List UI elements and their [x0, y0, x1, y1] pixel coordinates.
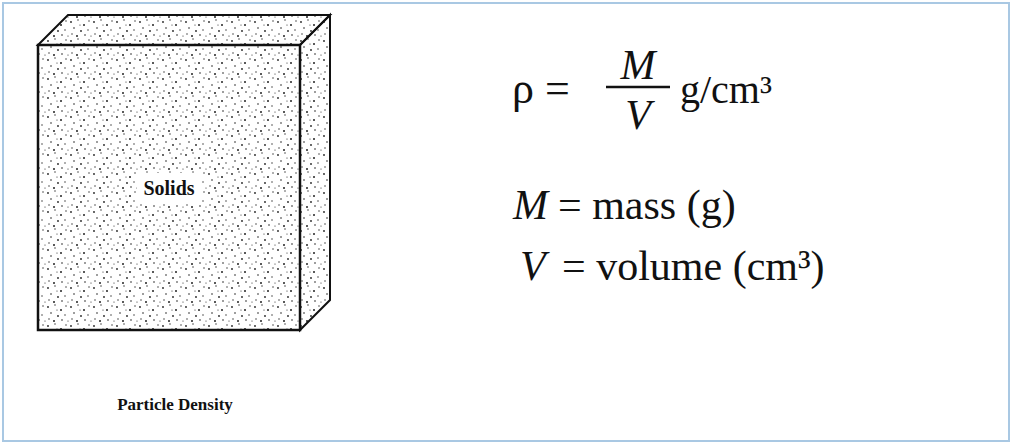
definition: = mass (g) [558, 184, 736, 226]
denominator: V [625, 94, 651, 136]
cube-side [300, 15, 330, 330]
fraction-bar [606, 86, 670, 89]
definition: = volume (cm³) [562, 245, 825, 287]
solids-cube: Solids [38, 45, 300, 330]
cube-front [38, 45, 300, 330]
figure-caption: Particle Density [117, 396, 233, 413]
frame [3, 3, 1009, 441]
cube-top [38, 15, 330, 45]
formula-lhs: ρ = [512, 67, 570, 111]
node-label: Solids [137, 173, 200, 203]
unit: g/cm³ [680, 70, 772, 110]
symbol: M [513, 184, 548, 226]
symbol: V [520, 245, 546, 287]
numerator: M [621, 44, 656, 86]
